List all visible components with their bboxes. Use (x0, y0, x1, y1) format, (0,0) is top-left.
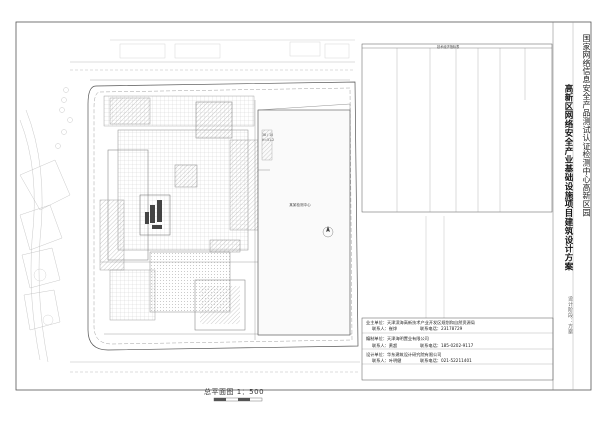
contact3-value: 叶明健 (388, 358, 402, 363)
info-row-contact1: 联系人：崔烨 (372, 326, 397, 332)
project-title-vertical: 高新区网络安全产业基础设施项目建筑设计方案 (563, 84, 573, 271)
scale-bar (213, 397, 263, 402)
site-plan: 某某检测中心 38 / 10 H=51.2 (19, 39, 360, 373)
phone2-label: 联系电话： (420, 343, 441, 348)
phone1-value: 23178729 (440, 326, 463, 331)
info-block-frame (361, 317, 554, 381)
phone3-value: 021-52211401 (440, 358, 472, 363)
site-boundary (87, 81, 359, 351)
technical-index-table (361, 43, 553, 213)
compiler-value: 天津海明置业有限公司 (386, 336, 429, 341)
stage-label-vertical: 设计阶段：方案 (567, 296, 573, 335)
detection-center-building (257, 109, 351, 336)
phone3-label: 联系电话： (420, 358, 441, 363)
sheet-title-vertical: 国家网络信息安全产品测试认证检测中心高新区园 (582, 34, 591, 217)
contact1-value: 崔烨 (388, 326, 398, 331)
contact2-label: 联系人： (372, 343, 389, 348)
phone2-value: 185-0202-9117 (440, 343, 474, 348)
north-arrow-icon (322, 226, 334, 238)
table-title: 技术经济指标表 (437, 45, 460, 49)
owner-label: 业主单位： (366, 320, 387, 325)
info-row-phone2: 联系电话：185-0202-9117 (420, 343, 473, 349)
info-row-phone1: 联系电话：23178729 (420, 326, 462, 332)
info-row-designer: 设计单位：华东建筑设计研究院有限公司 (366, 352, 441, 358)
building-label: 某某检测中心 (289, 202, 311, 207)
contact2-value: 黄超 (388, 343, 398, 348)
info-row-compiler: 编制单位：天津海明置业有限公司 (366, 336, 429, 342)
info-row-contact3: 联系人：叶明健 (372, 358, 401, 364)
drawing-caption: 总平面图 1：500 (204, 388, 265, 396)
sheet-border (15, 21, 592, 391)
info-row-phone3: 联系电话：021-52211401 (420, 358, 472, 364)
designer-value: 华东建筑设计研究院有限公司 (386, 352, 442, 357)
info-row-contact2: 联系人：黄超 (372, 343, 397, 349)
compiler-label: 编制单位： (366, 336, 387, 341)
svg-text:H=51.2: H=51.2 (262, 138, 274, 142)
central-building (145, 200, 162, 229)
owner-value: 天津滨海高新技术产业开发区规划和自然资源局 (386, 320, 475, 325)
svg-text:38 / 10: 38 / 10 (262, 133, 273, 137)
phone1-label: 联系电话： (420, 326, 441, 331)
info-row-owner: 业主单位：天津滨海高新技术产业开发区规划和自然资源局 (366, 320, 475, 326)
contact3-label: 联系人： (372, 358, 389, 363)
designer-label: 设计单位： (366, 352, 387, 357)
contact1-label: 联系人： (372, 326, 389, 331)
legend (425, 216, 445, 318)
